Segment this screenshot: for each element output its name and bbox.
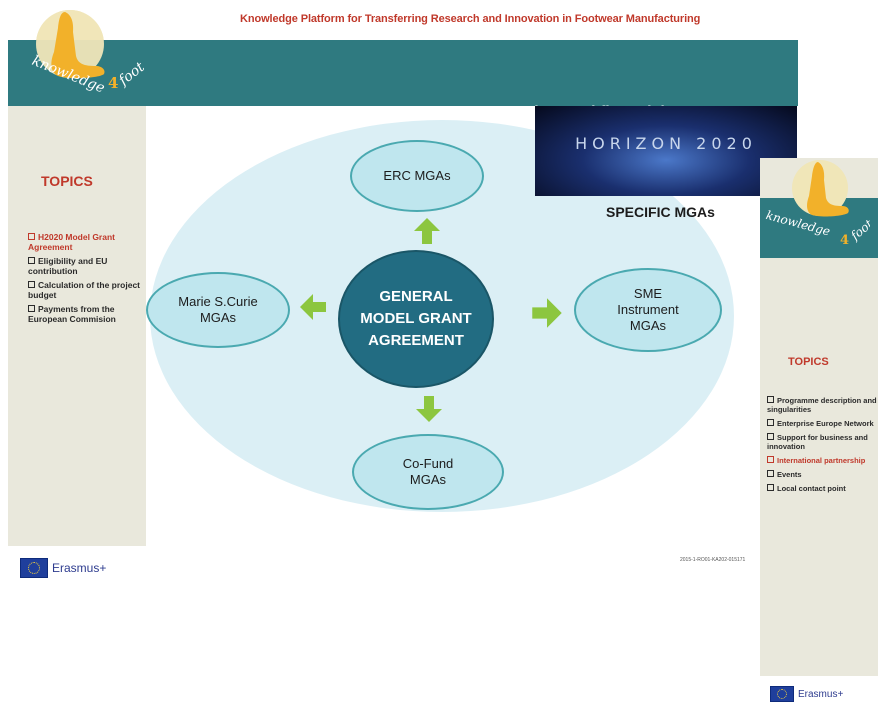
svg-text:foot: foot — [847, 217, 870, 244]
svg-text:4: 4 — [108, 74, 118, 92]
topic-item-h2020[interactable]: H2020 Model Grant Agreement — [28, 232, 115, 252]
sidebar: TOPICS H2020 Model Grant Agreement Eligi… — [8, 106, 146, 546]
checkbox-icon — [767, 456, 774, 463]
arrow-down-icon — [416, 396, 442, 422]
checkbox-icon — [767, 484, 774, 491]
arrow-right-icon — [532, 298, 562, 328]
checkbox-icon — [28, 233, 35, 240]
project-code: 2015-1-RO01-KA202-015171 — [680, 557, 746, 563]
topics-list: H2020 Model Grant Agreement Eligibility … — [28, 232, 144, 328]
checkbox-icon — [767, 433, 774, 440]
checkbox-icon — [28, 281, 35, 288]
eu-flag-icon — [20, 558, 48, 578]
eu-flag-icon — [770, 686, 794, 702]
checkbox-icon — [767, 470, 774, 477]
checkbox-icon — [767, 419, 774, 426]
checkbox-icon — [767, 396, 774, 403]
arrow-up-icon — [414, 218, 440, 244]
topic-item-local-contact[interactable]: Local contact point — [767, 484, 878, 493]
svg-text:4: 4 — [840, 233, 849, 248]
erasmus-plus-logo-small: Erasmus+ — [770, 686, 843, 702]
knowledge-4-foot-logo-overlay: knowledge 4 foot — [30, 10, 145, 97]
topic-item-programme[interactable]: Programme description and singularities — [767, 396, 877, 414]
topic-item-enterprise-europe[interactable]: Enterprise Europe Network — [767, 419, 878, 428]
topic-item-eligibility[interactable]: Eligibility and EU contribution — [28, 256, 108, 276]
knowledge-4-foot-logo-small: knowledge 4 foot — [764, 160, 870, 248]
erasmus-plus-logo: Erasmus+ — [20, 558, 106, 578]
horizon-2020-banner: HORIZON 2020 — [535, 106, 797, 196]
checkbox-icon — [28, 257, 35, 264]
platform-title: Knowledge Platform for Transferring Rese… — [240, 13, 701, 25]
specific-mgas-label: SPECIFIC MGAs — [606, 204, 715, 220]
second-topics-heading: TOPICS — [788, 356, 829, 368]
arrow-left-icon — [300, 294, 326, 320]
topic-item-international[interactable]: International partnership — [767, 456, 878, 465]
topics-heading: TOPICS — [41, 173, 93, 189]
topic-item-payments[interactable]: Payments from the European Commision — [28, 304, 116, 324]
topic-item-events[interactable]: Events — [767, 470, 878, 479]
second-slide-sidebar: knowledge 4 foot TOPICS Programme descri… — [760, 158, 878, 676]
second-topics-list: Programme description and singularities … — [767, 396, 878, 498]
topic-item-support-business[interactable]: Support for business and innovation — [767, 433, 868, 451]
checkbox-icon — [28, 305, 35, 312]
node-erc-mgas: ERC MGAs — [350, 140, 484, 212]
topic-item-budget[interactable]: Calculation of the project budget — [28, 280, 141, 300]
horizon-2020-text: HORIZON 2020 — [575, 134, 757, 153]
svg-text:foot: foot — [115, 59, 145, 89]
